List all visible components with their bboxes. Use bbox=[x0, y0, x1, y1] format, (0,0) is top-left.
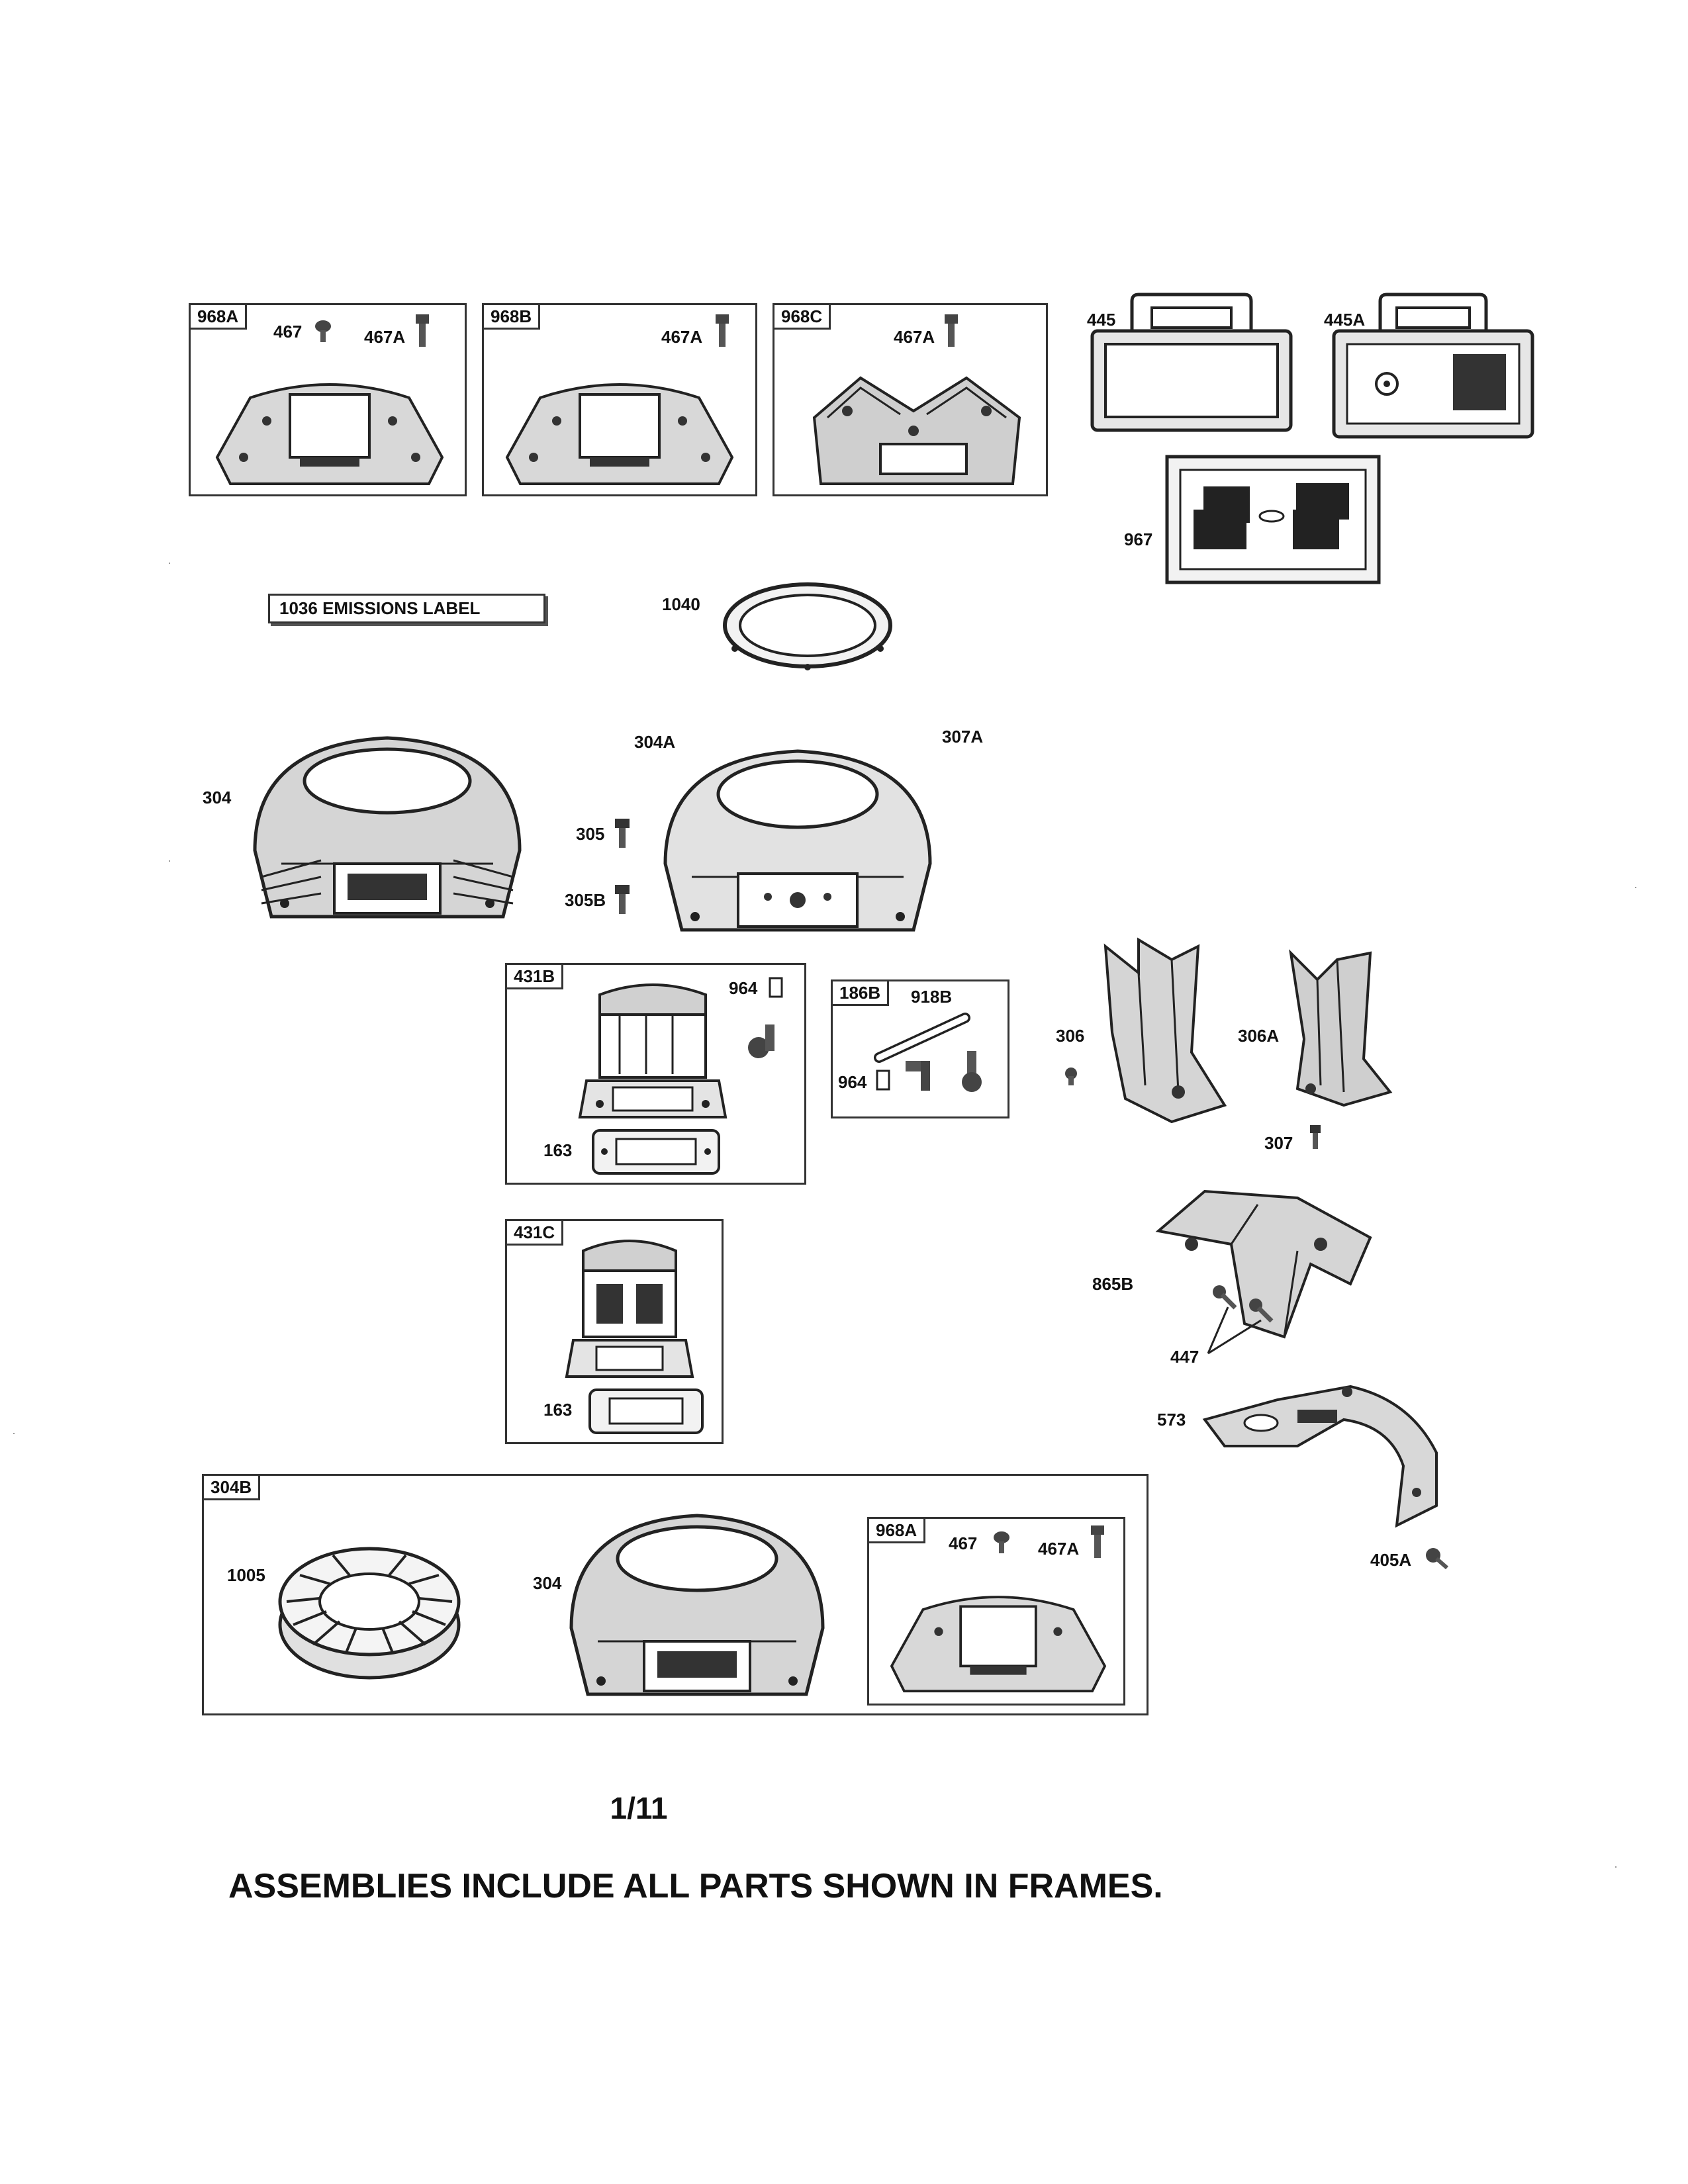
frame-tag-431b: 431B bbox=[505, 963, 564, 989]
page-number: 1/11 bbox=[610, 1791, 668, 1825]
screw-icon bbox=[1065, 1068, 1077, 1085]
frame-tag-968c: 968C bbox=[773, 303, 831, 330]
part-label-573: 573 bbox=[1157, 1410, 1186, 1430]
frame-968c: 968C 467A bbox=[773, 303, 1048, 496]
scan-speck bbox=[169, 860, 170, 862]
scan-speck bbox=[1615, 1866, 1617, 1868]
frame-tag-968b: 968B bbox=[482, 303, 541, 330]
frame-968a-top: 968A 467 467A bbox=[189, 303, 467, 496]
part-label-964: 964 bbox=[729, 978, 758, 998]
bolt-icon bbox=[945, 314, 958, 347]
filter-element-icon bbox=[1165, 455, 1381, 584]
screw-icon bbox=[315, 320, 331, 342]
frame-431b: 431B 964 163 bbox=[505, 963, 806, 1185]
part-label-467: 467 bbox=[273, 322, 303, 341]
gasket-icon bbox=[592, 1129, 720, 1175]
blower-housing-icon bbox=[569, 1514, 825, 1696]
part-label-447: 447 bbox=[1170, 1347, 1199, 1367]
fitting-icon bbox=[748, 1024, 774, 1058]
frame-431c: 431C 163 bbox=[505, 1219, 724, 1444]
blower-cover-icon bbox=[215, 383, 444, 485]
part-label-967: 967 bbox=[1124, 529, 1153, 549]
air-filter-precleaner-icon bbox=[1332, 293, 1534, 439]
part-label-467a: 467A bbox=[661, 327, 703, 347]
part-label-163: 163 bbox=[543, 1140, 573, 1160]
part-label-304: 304 bbox=[203, 788, 232, 807]
frame-186b: 186B 918B 964 bbox=[831, 979, 1009, 1118]
backplate-icon bbox=[1202, 1385, 1438, 1528]
frame-tag-968a: 968A bbox=[867, 1517, 926, 1543]
gasket-ring-icon bbox=[723, 582, 892, 670]
part-label-1005: 1005 bbox=[227, 1565, 265, 1585]
part-label-467: 467 bbox=[949, 1533, 978, 1553]
screw-icon bbox=[615, 885, 630, 914]
part-label-964: 964 bbox=[838, 1072, 867, 1092]
flywheel-fan-icon bbox=[278, 1547, 461, 1680]
elbow-fitting-icon bbox=[906, 1061, 930, 1091]
scan-speck bbox=[1635, 887, 1636, 888]
blower-cover-icon bbox=[890, 1596, 1107, 1693]
breather-tube-icon bbox=[874, 1013, 970, 1063]
part-label-467a: 467A bbox=[364, 327, 406, 347]
part-label-405a: 405A bbox=[1370, 1550, 1412, 1570]
frame-968a-inner: 968A 467 467A bbox=[867, 1517, 1125, 1706]
part-label-307a: 307A bbox=[942, 727, 984, 747]
frame-tag-431c: 431C bbox=[505, 1219, 564, 1246]
part-label-1040: 1040 bbox=[662, 594, 700, 614]
frame-tag-968a: 968A bbox=[189, 303, 248, 330]
bolt-icon bbox=[416, 314, 429, 347]
baffle-icon bbox=[1155, 1189, 1372, 1339]
part-label-865b: 865B bbox=[1092, 1274, 1134, 1294]
blower-housing-icon bbox=[663, 749, 932, 932]
blower-cover-icon bbox=[505, 383, 734, 485]
deflector-icon bbox=[1103, 937, 1227, 1124]
frame-tag-186b: 186B bbox=[831, 979, 890, 1006]
pointer-lines bbox=[1207, 1306, 1262, 1355]
grommet-icon bbox=[876, 1069, 890, 1091]
frame-304b: 304B 1005 304 968A 467 467A bbox=[202, 1474, 1149, 1715]
air-cleaner-base-icon bbox=[578, 983, 727, 1118]
part-label-305b: 305B bbox=[565, 890, 606, 910]
gasket-icon bbox=[588, 1388, 704, 1434]
part-label-304: 304 bbox=[533, 1573, 562, 1593]
screw-icon bbox=[1426, 1548, 1448, 1570]
scan-speck bbox=[169, 563, 170, 564]
screw-icon bbox=[615, 819, 630, 848]
part-label-918b: 918B bbox=[911, 987, 953, 1007]
deflector-icon bbox=[1289, 949, 1393, 1107]
air-filter-icon bbox=[1090, 293, 1293, 432]
frame-968b: 968B 467A bbox=[482, 303, 757, 496]
screw-icon bbox=[1249, 1298, 1274, 1323]
blower-housing-icon bbox=[253, 736, 522, 919]
part-label-306: 306 bbox=[1056, 1026, 1085, 1046]
part-label-163: 163 bbox=[543, 1400, 573, 1420]
bolt-icon bbox=[1091, 1525, 1104, 1558]
fitting-icon bbox=[962, 1051, 982, 1092]
part-label-445: 445 bbox=[1087, 310, 1116, 330]
screw-icon bbox=[1310, 1125, 1321, 1149]
part-label-307: 307 bbox=[1264, 1133, 1293, 1153]
part-label-467a: 467A bbox=[1038, 1539, 1080, 1559]
grommet-icon bbox=[769, 977, 783, 998]
part-label-467a: 467A bbox=[894, 327, 935, 347]
part-label-306a: 306A bbox=[1238, 1026, 1280, 1046]
part-label-305: 305 bbox=[576, 824, 605, 844]
air-cleaner-base-icon bbox=[565, 1240, 694, 1378]
screw-icon bbox=[1213, 1285, 1237, 1310]
part-label-445a: 445A bbox=[1324, 310, 1366, 330]
scan-speck bbox=[13, 1433, 15, 1434]
frame-tag-304b: 304B bbox=[202, 1474, 261, 1500]
shroud-cover-icon bbox=[812, 376, 1021, 485]
bolt-icon bbox=[716, 314, 729, 347]
part-label-304a: 304A bbox=[634, 732, 676, 752]
screw-icon bbox=[994, 1531, 1009, 1553]
assembly-note: ASSEMBLIES INCLUDE ALL PARTS SHOWN IN FR… bbox=[228, 1867, 1163, 1905]
emissions-label: 1036 EMISSIONS LABEL bbox=[268, 594, 545, 623]
